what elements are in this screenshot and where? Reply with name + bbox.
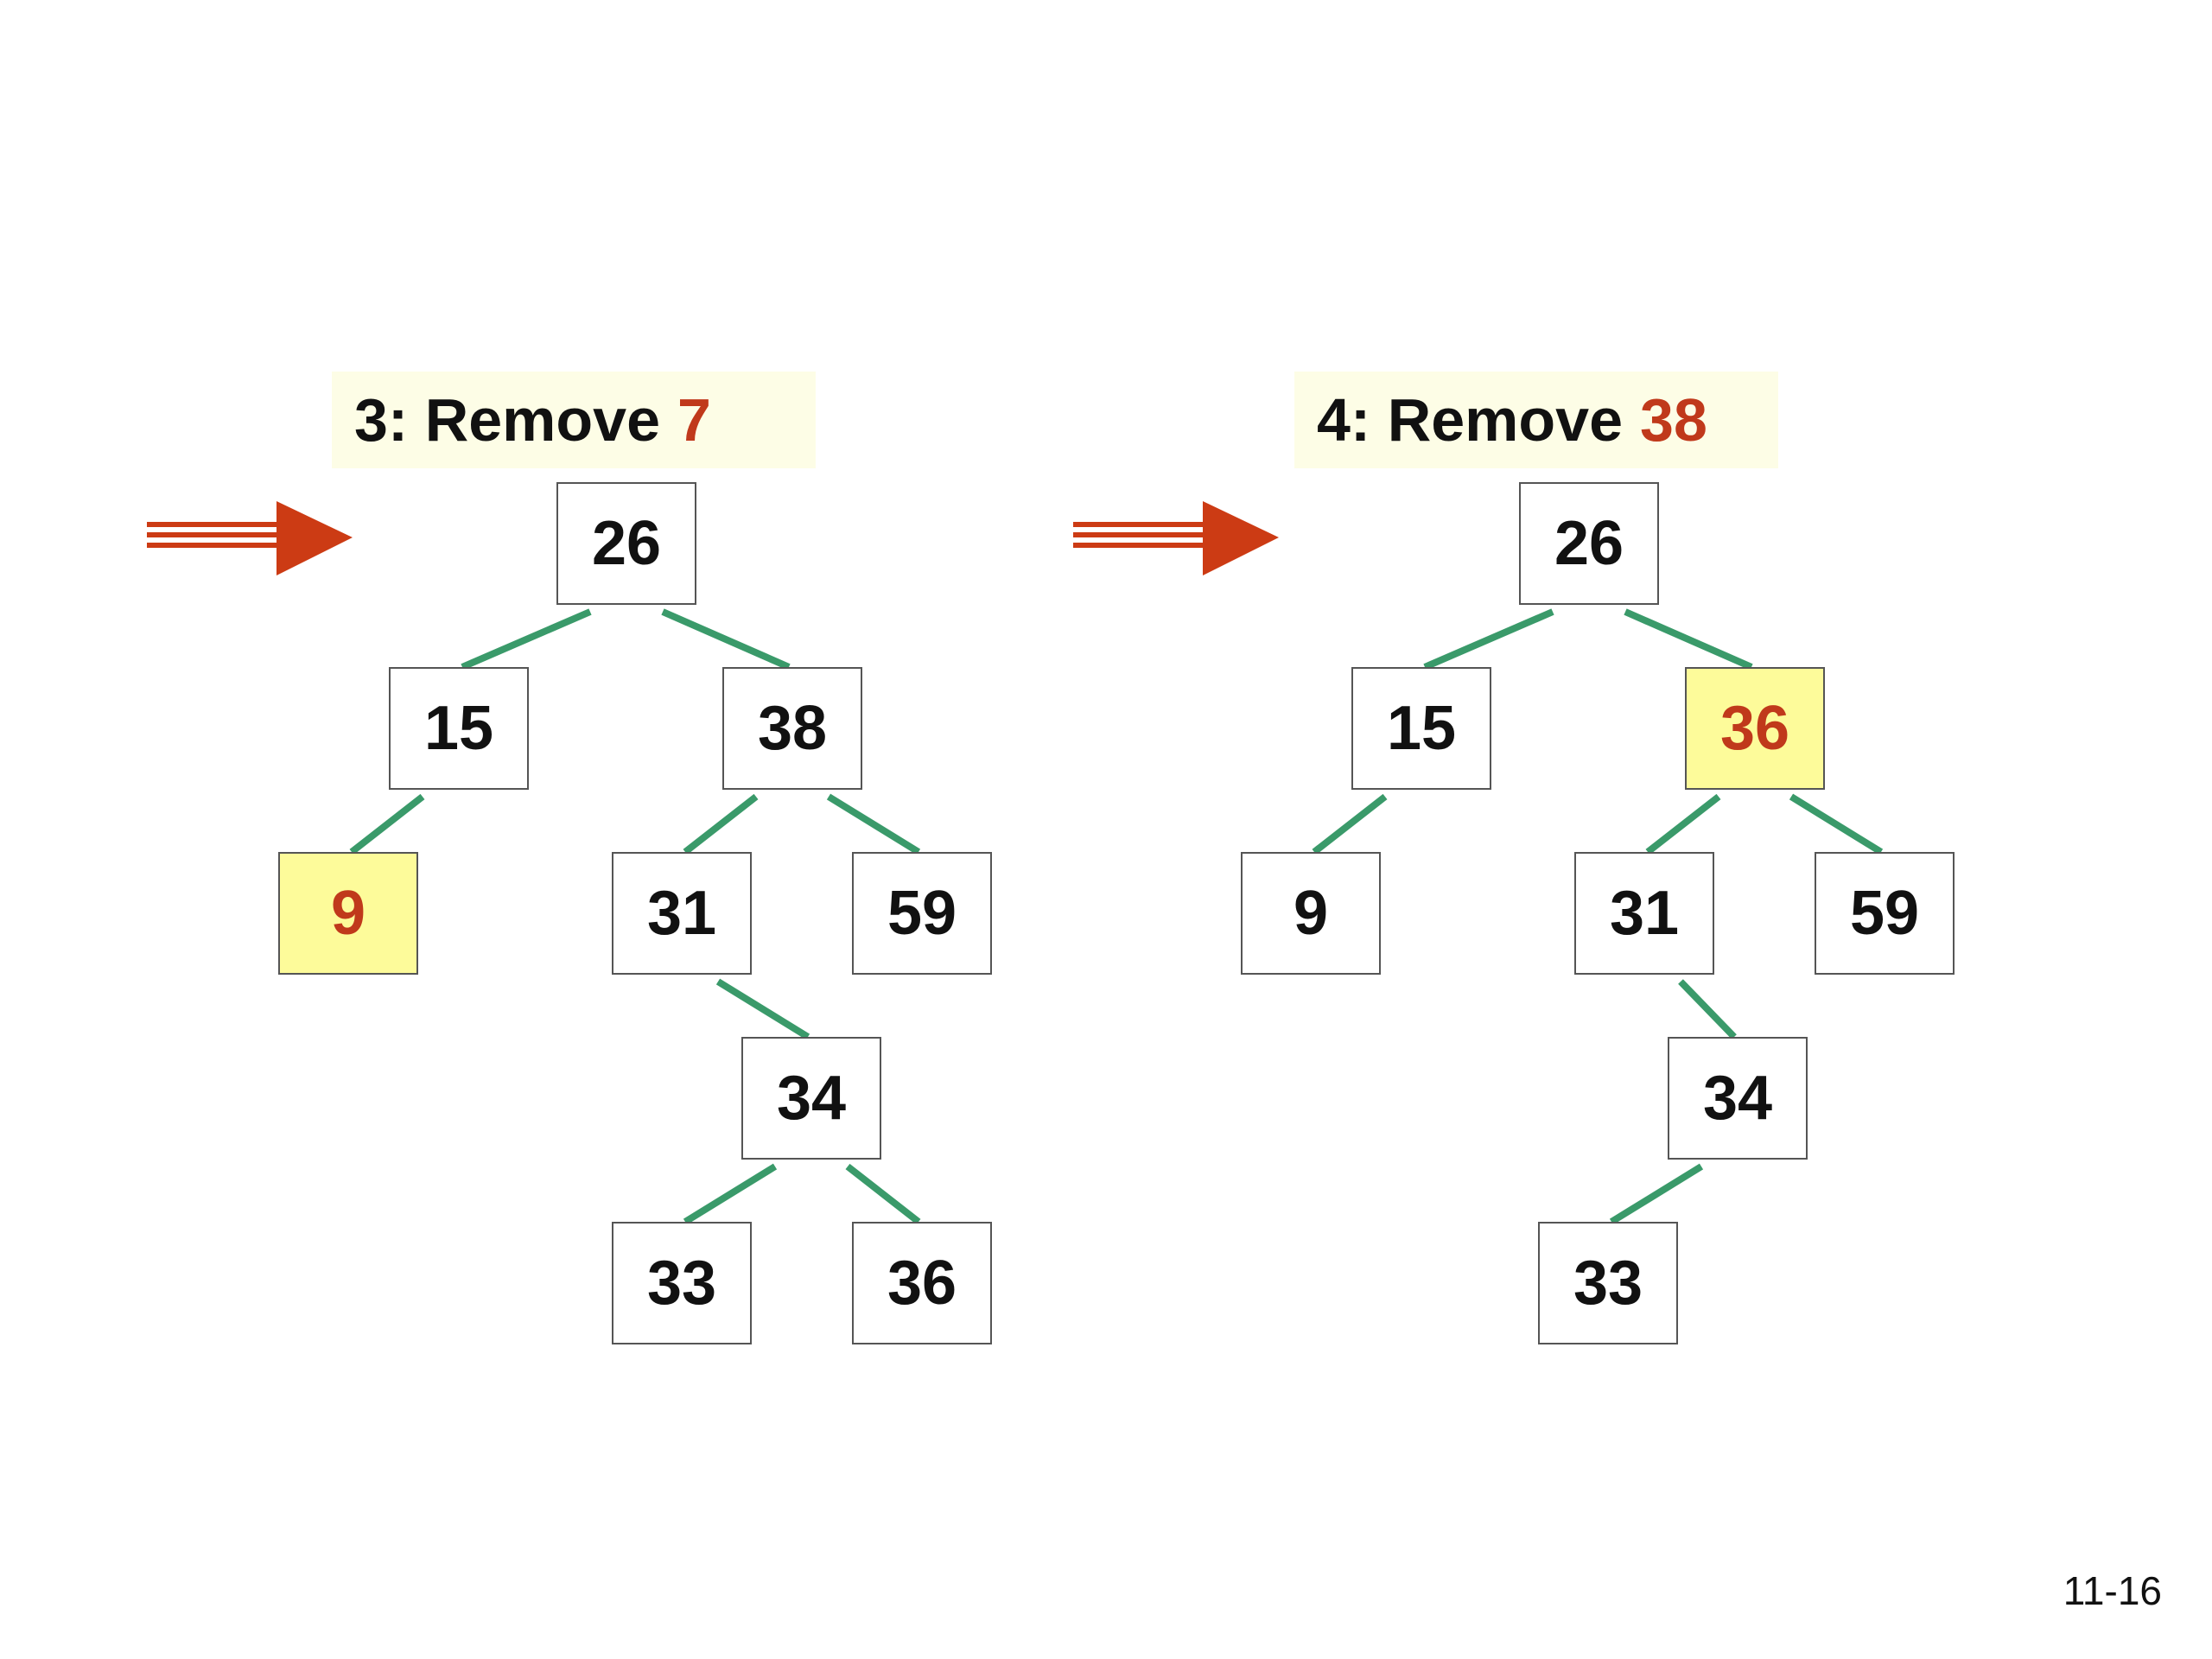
edge-38-31 [683,793,759,855]
edge-36-59 [1789,793,1884,855]
edge-34-33 [1609,1163,1704,1225]
node-36: 36 [852,1222,992,1344]
step-3-arrow-icon [147,501,353,575]
node-33: 33 [1538,1222,1678,1344]
node-36-highlighted: 36 [1685,667,1825,790]
edge-26-36 [1624,608,1753,671]
edge-26-15 [461,608,592,671]
edge-31-34 [1678,979,1737,1039]
node-38: 38 [722,667,862,790]
edge-26-15 [1423,608,1554,671]
edge-15-9 [1312,793,1388,855]
node-59: 59 [1815,852,1955,975]
node-31: 31 [1574,852,1714,975]
edge-31-34 [715,978,810,1040]
node-15: 15 [389,667,529,790]
node-15: 15 [1351,667,1491,790]
node-31: 31 [612,852,752,975]
step-4-title: 4: Remove [1317,386,1624,454]
step-3-removed-value: 7 [677,386,711,454]
step-3-title: 3: Remove [354,386,661,454]
step-4-removed-value: 38 [1640,386,1707,454]
node-9: 9 [1241,852,1381,975]
edge-36-31 [1645,793,1721,855]
edge-15-9 [349,793,425,855]
node-26: 26 [1519,482,1659,605]
edge-26-38 [661,608,791,671]
edge-38-59 [826,793,921,855]
step-4-label: 4: Remove 38 [1294,372,1778,468]
edge-34-33 [683,1163,778,1225]
step-3-label: 3: Remove 7 [332,372,816,468]
node-26: 26 [556,482,696,605]
page-number: 11-16 [2063,1568,2162,1613]
node-34: 34 [1668,1037,1808,1160]
node-59: 59 [852,852,992,975]
step-4-arrow-icon [1073,501,1279,575]
node-9-highlighted: 9 [278,852,418,975]
node-33: 33 [612,1222,752,1344]
node-34: 34 [741,1037,881,1160]
edge-34-36 [845,1163,921,1225]
